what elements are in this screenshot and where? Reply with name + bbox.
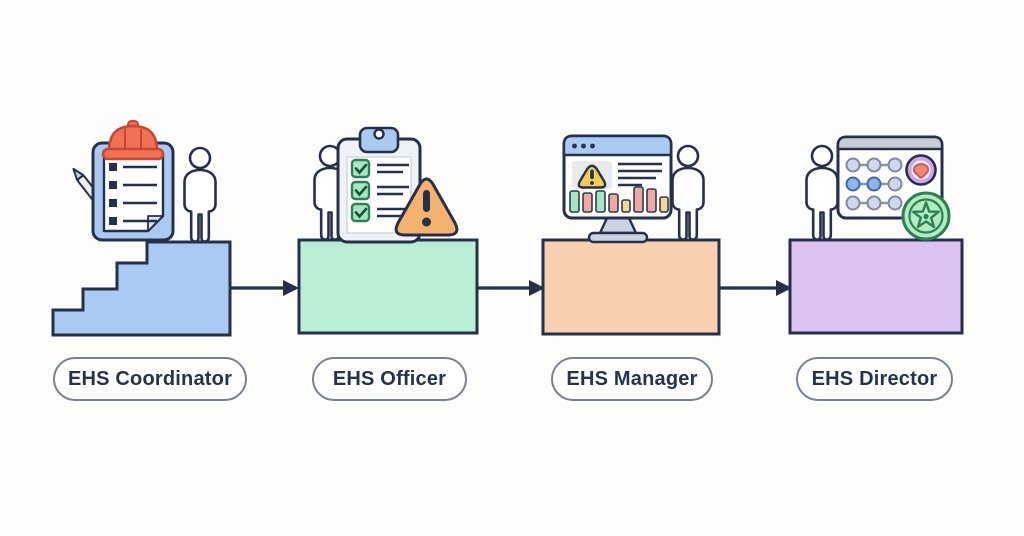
- clipboard-checklist-icon: [91, 141, 175, 242]
- flow-arrow-2: [477, 280, 545, 296]
- stage-label-director: EHS Director: [796, 357, 953, 401]
- bar-chart-icon: [569, 186, 669, 213]
- stage-label-text: EHS Coordinator: [67, 367, 233, 390]
- stage-block: [541, 238, 721, 336]
- checklist-rows: [109, 163, 157, 225]
- stage-coordinator: [51, 120, 232, 337]
- flow-arrow-1: [230, 280, 299, 296]
- hard-hat-icon: [101, 120, 165, 161]
- monitor-dashboard-icon: [562, 134, 673, 244]
- checkbox-rows: [350, 158, 409, 223]
- stage-officer: [297, 126, 479, 335]
- stage-director: [788, 135, 964, 335]
- stage-label-text: EHS Officer: [332, 367, 447, 390]
- person-icon: [183, 146, 217, 243]
- certified-medal-icon: [901, 191, 951, 241]
- staircase-block: [51, 240, 232, 337]
- stage-label-officer: EHS Officer: [312, 357, 467, 401]
- stage-label-coordinator: EHS Coordinator: [53, 357, 247, 401]
- gem-badge-icon: [905, 154, 937, 186]
- person-icon: [671, 144, 705, 241]
- text-lines: [618, 162, 662, 187]
- clipboard-checkboxes-icon: [336, 126, 422, 244]
- stage-block: [297, 238, 479, 335]
- node-grid: [845, 157, 903, 211]
- stage-label-text: EHS Manager: [566, 367, 698, 390]
- warning-triangle-small-icon: [577, 164, 607, 189]
- stage-block: [788, 238, 964, 335]
- stage-manager: [541, 134, 721, 336]
- warning-triangle-icon: [394, 177, 459, 237]
- flow-arrow-3: [719, 280, 792, 296]
- stage-label-manager: EHS Manager: [551, 357, 713, 401]
- person-icon: [805, 144, 839, 241]
- stage-label-text: EHS Director: [811, 367, 938, 390]
